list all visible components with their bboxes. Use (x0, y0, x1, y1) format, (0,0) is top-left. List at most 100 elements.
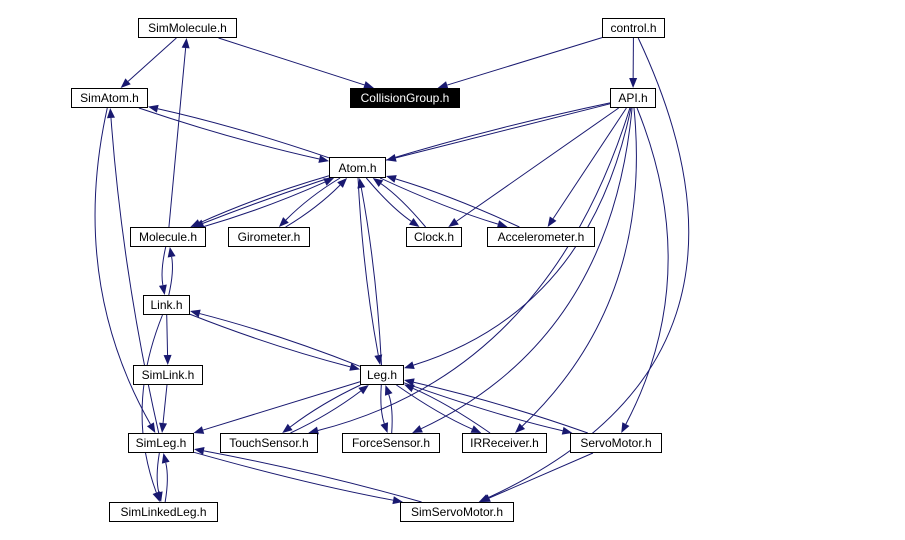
edge-atom-to-clock (365, 177, 412, 222)
edge-simservomotor-to-simleg (203, 450, 422, 503)
edge-link-to-molecule (168, 256, 173, 296)
edge-leg-to-touchsensor (289, 384, 361, 428)
edge-control-to-collisiongroup (447, 37, 603, 86)
node-forcesensor[interactable]: ForceSensor.h (342, 433, 440, 453)
edge-leg-to-link (199, 313, 361, 367)
edge-atom-to-girometer (285, 177, 341, 221)
arrowhead-icon (154, 491, 163, 502)
arrowhead-icon (190, 219, 202, 227)
node-collisiongroup[interactable]: CollisionGroup.h (350, 88, 460, 108)
arrowhead-icon (561, 426, 573, 435)
edge-simmolecule-to-simatom (127, 37, 177, 82)
arrowhead-icon (437, 81, 449, 89)
edge-clock-to-atom (380, 183, 426, 228)
edge-forcesensor-to-leg (388, 394, 393, 434)
node-irreceiver[interactable]: IRReceiver.h (462, 433, 547, 453)
arrowhead-icon (404, 378, 415, 387)
arrowhead-icon (363, 81, 374, 89)
arrowhead-icon (181, 38, 190, 49)
node-girometer[interactable]: Girometer.h (228, 227, 310, 247)
arrowhead-icon (194, 446, 205, 455)
edge-api-to-servomotor (625, 107, 669, 425)
arrowhead-icon (193, 426, 205, 434)
edge-atom-to-simatom (157, 108, 330, 159)
edge-simlinkedleg-to-simleg (164, 462, 168, 503)
node-control[interactable]: control.h (602, 18, 665, 38)
arrowhead-icon (159, 422, 168, 433)
edge-leg-to-servomotor (403, 382, 563, 432)
edge-simlink-to-simleg (162, 384, 168, 424)
arrowhead-icon (470, 425, 482, 433)
arrowhead-icon (404, 361, 415, 369)
node-simatom[interactable]: SimAtom.h (71, 88, 148, 108)
edge-servomotor-to-simservomotor (489, 452, 594, 499)
node-leg[interactable]: Leg.h (360, 365, 404, 385)
edge-simmolecule-to-collisiongroup (218, 37, 365, 86)
arrowhead-icon (380, 422, 389, 433)
edge-link-to-simlinkedleg (141, 314, 163, 493)
node-simleg[interactable]: SimLeg.h (128, 433, 194, 453)
edge-api-to-touchsensor (317, 107, 631, 432)
edge-irreceiver-to-leg (412, 387, 491, 434)
node-atom[interactable]: Atom.h (329, 157, 386, 178)
arrowhead-icon (308, 426, 319, 435)
arrowhead-icon (547, 216, 557, 227)
node-clock[interactable]: Clock.h (406, 227, 462, 247)
arrowhead-icon (120, 78, 131, 88)
edge-touchsensor-to-leg (290, 390, 362, 434)
edge-simleg-to-simatom (110, 117, 160, 434)
arrowhead-icon (412, 425, 423, 433)
edge-molecule-to-atom (202, 181, 326, 228)
edge-molecule-to-simmolecule (168, 47, 187, 228)
edge-atom-to-accelerometer (379, 177, 499, 225)
node-simlinkedleg[interactable]: SimLinkedLeg.h (109, 502, 218, 522)
node-accelerometer[interactable]: Accelerometer.h (487, 227, 595, 247)
edge-molecule-to-link (161, 246, 167, 286)
edge-simleg-to-simservomotor (193, 451, 394, 501)
edge-simleg-to-simlinkedleg (156, 452, 160, 493)
arrowhead-icon (337, 178, 348, 188)
edge-accelerometer-to-atom (395, 178, 520, 228)
edge-api-to-accelerometer (552, 107, 627, 219)
node-simlink[interactable]: SimLink.h (133, 365, 203, 385)
arrowhead-icon (629, 77, 638, 88)
arrowhead-icon (106, 108, 115, 119)
node-molecule[interactable]: Molecule.h (130, 227, 206, 247)
arrowhead-icon (282, 423, 293, 433)
arrowhead-icon (318, 155, 329, 163)
arrowhead-icon (386, 175, 397, 183)
edge-api-to-forcesensor (420, 107, 633, 430)
node-api[interactable]: API.h (610, 88, 656, 108)
edge-leg-to-simleg (202, 381, 361, 431)
arrowhead-icon (167, 247, 176, 258)
arrowhead-icon (278, 217, 289, 227)
edge-leg-to-forcesensor (380, 384, 385, 424)
arrowhead-icon (146, 422, 156, 433)
arrowhead-icon (404, 384, 415, 393)
arrowhead-icon (148, 104, 159, 113)
arrowhead-icon (161, 453, 170, 464)
arrowhead-icon (448, 217, 459, 227)
node-link[interactable]: Link.h (143, 295, 190, 315)
node-simmolecule[interactable]: SimMolecule.h (138, 18, 237, 38)
edge-api-to-irreceiver (521, 107, 637, 427)
node-servomotor[interactable]: ServoMotor.h (570, 433, 662, 453)
arrowhead-icon (372, 178, 384, 187)
arrowhead-icon (374, 354, 383, 365)
edge-simatom-to-atom (138, 107, 320, 160)
node-touchsensor[interactable]: TouchSensor.h (220, 433, 318, 453)
arrowhead-icon (621, 422, 630, 433)
edge-leg-to-atom (360, 187, 382, 366)
edge-girometer-to-atom (285, 184, 341, 228)
edge-atom-to-leg (357, 177, 379, 356)
node-simservomotor[interactable]: SimServoMotor.h (400, 502, 514, 522)
arrowhead-icon (357, 178, 366, 189)
arrowhead-icon (163, 354, 172, 365)
arrowhead-icon (496, 220, 508, 228)
edge-api-to-leg (413, 107, 632, 366)
arrowhead-icon (158, 284, 167, 295)
arrowhead-icon (480, 494, 491, 502)
edge-link-to-simlink (166, 314, 169, 356)
